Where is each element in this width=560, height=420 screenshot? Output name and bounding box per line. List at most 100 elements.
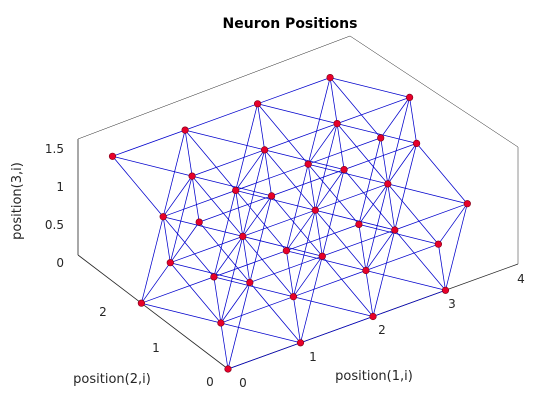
- x-tick-label: 1: [309, 350, 317, 364]
- neuron-points: [108, 73, 471, 373]
- neuron-link: [416, 143, 468, 204]
- neuron-link: [213, 250, 287, 278]
- axes-box: [77, 35, 519, 370]
- neuron-link: [315, 209, 367, 271]
- neuron-point: [340, 166, 348, 174]
- neuron-link: [286, 224, 360, 252]
- neuron-link: [141, 302, 221, 324]
- back-edge-top-left: [77, 35, 351, 140]
- neuron-link: [271, 169, 345, 197]
- x-tick-label: 0: [239, 376, 247, 390]
- neuron-link: [394, 203, 468, 231]
- y-tick-label: 0: [206, 375, 214, 389]
- neuron-link: [220, 296, 294, 324]
- neuron-link: [112, 129, 186, 157]
- neuron-link: [307, 163, 360, 225]
- neuron-link: [329, 77, 338, 124]
- neuron-link: [315, 209, 395, 231]
- neuron-point: [224, 365, 232, 373]
- neuron-link: [409, 97, 417, 144]
- neuron-link: [242, 195, 272, 237]
- neuron-link: [242, 236, 251, 283]
- neuron-link: [249, 282, 301, 344]
- neuron-point: [289, 293, 298, 301]
- neuron-link: [163, 190, 236, 218]
- neuron-link: [365, 229, 396, 271]
- neuron-link: [264, 123, 338, 151]
- neuron-link: [286, 164, 309, 251]
- neuron-link: [321, 169, 345, 257]
- neuron-link: [286, 250, 366, 271]
- neuron-link: [314, 169, 345, 211]
- z-axis-label: position(3,i): [10, 162, 25, 240]
- x-axis-label: position(1,i): [335, 369, 413, 384]
- neuron-point: [246, 278, 254, 287]
- neuron-link: [329, 77, 381, 139]
- neuron-link: [387, 183, 396, 231]
- neuron-link: [141, 262, 171, 304]
- neuron-link: [170, 236, 243, 264]
- neuron-link: [257, 77, 331, 105]
- neuron-link: [314, 123, 338, 211]
- neuron-link: [112, 155, 193, 177]
- neuron-point: [391, 226, 399, 234]
- neuron-point: [137, 299, 145, 307]
- neuron-link: [387, 183, 468, 205]
- neuron-point: [108, 152, 117, 160]
- neuron-link: [242, 236, 294, 297]
- neuron-link: [308, 163, 388, 185]
- z-tick-label: 0.5: [45, 218, 64, 232]
- neuron-link: [185, 129, 265, 151]
- neuron-link: [249, 195, 272, 283]
- neuron-link: [162, 216, 215, 278]
- y-tick-label: 2: [99, 305, 107, 319]
- neuron-link: [314, 210, 323, 257]
- neuron-point: [261, 146, 269, 154]
- neuron-link: [235, 149, 265, 191]
- neuron-link: [380, 97, 410, 139]
- neuron-link: [199, 195, 272, 223]
- neuron-link: [220, 322, 301, 344]
- neuron-link: [330, 77, 410, 98]
- neuron-link: [141, 276, 215, 304]
- neuron-link: [286, 250, 294, 297]
- z-tick-label: 0: [56, 256, 64, 270]
- neuron-point: [159, 213, 167, 221]
- neuron-link: [343, 169, 396, 231]
- neuron-link: [169, 176, 193, 263]
- y-axis-label: position(2,i): [73, 372, 151, 387]
- neuron-point: [406, 93, 414, 101]
- neuron-point: [434, 240, 443, 248]
- z-tick-label: 1.5: [45, 142, 64, 156]
- neuron-point: [463, 200, 471, 208]
- neuron-link: [307, 77, 331, 165]
- neuron-link: [365, 243, 439, 271]
- neuron-point: [304, 160, 312, 168]
- neuron-link: [387, 143, 417, 185]
- neuron-link: [191, 149, 265, 177]
- neuron-link: [170, 262, 222, 324]
- neuron-point: [282, 247, 291, 255]
- neuron-link: [336, 97, 410, 124]
- neuron-link: [141, 216, 164, 304]
- neuron-link: [293, 210, 316, 297]
- neuron-link: [387, 97, 410, 184]
- axis-line-y: [77, 254, 229, 370]
- neuron-link: [293, 270, 367, 298]
- neuron-point: [268, 192, 276, 200]
- neuron-link: [184, 130, 193, 177]
- neuron-link: [336, 123, 345, 170]
- neuron-link: [365, 183, 389, 271]
- x-tick-label: 4: [517, 272, 525, 286]
- neuron-point: [166, 259, 174, 267]
- neuron-link: [387, 183, 439, 245]
- neuron-point: [254, 100, 262, 108]
- neuron-link: [242, 209, 316, 237]
- neuron-link: [271, 195, 323, 257]
- neuron-point: [369, 312, 377, 321]
- neuron-point: [362, 266, 370, 275]
- neuron-link: [343, 143, 417, 170]
- neuron-link: [293, 296, 374, 317]
- neuron-point: [355, 220, 363, 228]
